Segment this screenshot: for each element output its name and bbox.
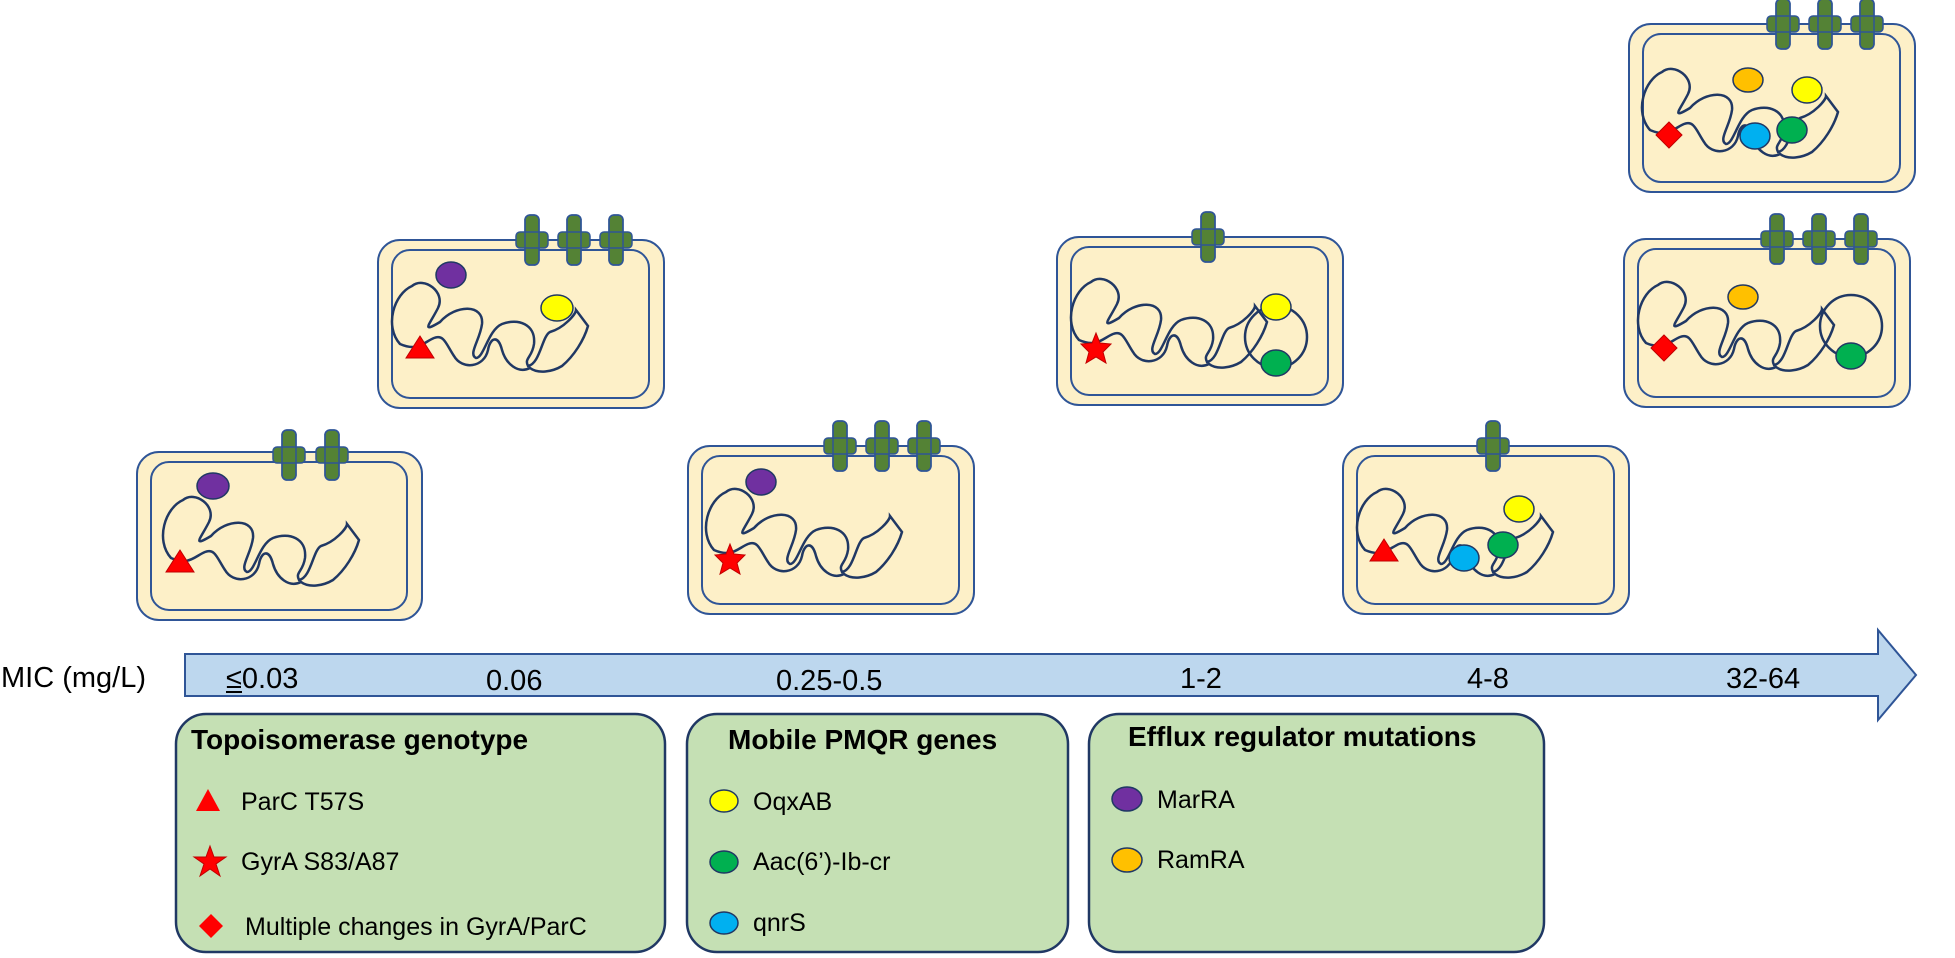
legend-topoisomerase: Topoisomerase genotype ParC T57S GyrA S8… — [174, 712, 667, 954]
legend-item-label: qnrS — [753, 909, 806, 937]
legend-qnrs-icon — [709, 911, 739, 935]
mic-tick: 1-2 — [1180, 663, 1222, 695]
legend-efflux: Efflux regulator mutations MarRA RamRA — [1087, 712, 1546, 954]
gyra-star-marker — [713, 542, 747, 576]
mic-tick: 0.25-0.5 — [776, 665, 882, 697]
efflux-pump-group — [823, 420, 941, 472]
legend-item-label: GyrA S83/A87 — [241, 848, 399, 876]
efflux-pump-group — [515, 214, 633, 266]
efflux-pump-group — [1760, 213, 1878, 265]
legend-marra-icon — [1111, 786, 1143, 812]
cell-1-2 — [1056, 211, 1344, 406]
legend-item-label: Multiple changes in GyrA/ParC — [245, 913, 587, 941]
efflux-pump-group — [1766, 0, 1884, 50]
legend-title: Mobile PMQR genes — [728, 724, 997, 755]
cell-le003 — [136, 429, 423, 621]
parc-triangle-marker — [1369, 538, 1399, 562]
aac-marker — [1835, 342, 1867, 370]
ramra-marker — [1727, 284, 1759, 310]
legend-item-label: RamRA — [1157, 846, 1245, 874]
oqxab-marker — [1503, 495, 1535, 523]
aac-marker — [1487, 531, 1519, 559]
marra-marker — [745, 468, 777, 496]
legend-star-icon — [192, 844, 228, 878]
aac-marker — [1260, 349, 1292, 377]
mic-tick: ≤0.03 — [226, 663, 298, 695]
cell-32-64-upper — [1628, 0, 1916, 193]
marra-marker — [196, 472, 230, 500]
mic-axis: MIC (mg/L) ≤0.03 0.06 0.25-0.5 1-2 4-8 3… — [1, 627, 1918, 723]
legend-triangle-icon — [196, 789, 220, 811]
mic-tick: 0.06 — [486, 665, 542, 697]
qnrs-marker — [1448, 544, 1480, 572]
oqxab-marker — [540, 294, 574, 322]
qnrs-marker — [1739, 122, 1771, 150]
legend-pmqr: Mobile PMQR genes OqxAB Aac(6’)-Ib-cr qn… — [685, 712, 1070, 954]
mic-axis-arrow — [184, 627, 1918, 723]
parc-triangle-marker — [165, 549, 195, 573]
marra-marker — [435, 261, 467, 289]
legend-title: Topoisomerase genotype — [191, 724, 528, 755]
aac-marker — [1776, 116, 1808, 144]
legend-oqxab-icon — [709, 789, 739, 813]
parc-triangle-marker — [405, 335, 435, 359]
mic-tick: 32-64 — [1726, 663, 1800, 695]
ramra-marker — [1732, 67, 1764, 93]
legend-diamond-icon — [199, 914, 223, 938]
multiple-diamond-marker — [1650, 334, 1678, 362]
gyra-star-marker — [1079, 331, 1113, 365]
legend-ramra-icon — [1111, 847, 1143, 873]
oqxab-marker — [1791, 76, 1823, 104]
oqxab-marker — [1260, 293, 1292, 321]
multiple-diamond-marker — [1655, 121, 1683, 149]
cell-006 — [377, 214, 665, 409]
legend-item-label: MarRA — [1157, 786, 1235, 814]
legend-item-label: ParC T57S — [241, 788, 364, 816]
mic-axis-label: MIC (mg/L) — [1, 662, 146, 694]
mic-tick: 4-8 — [1467, 663, 1509, 695]
cell-025-05 — [687, 420, 975, 615]
legend-item-label: Aac(6’)-Ib-cr — [753, 848, 891, 876]
legend-aac-icon — [709, 850, 739, 874]
legend-item-label: OqxAB — [753, 788, 832, 816]
cell-32-64-lower — [1623, 213, 1911, 408]
legend-title: Efflux regulator mutations — [1128, 721, 1476, 752]
cell-4-8 — [1342, 420, 1630, 615]
